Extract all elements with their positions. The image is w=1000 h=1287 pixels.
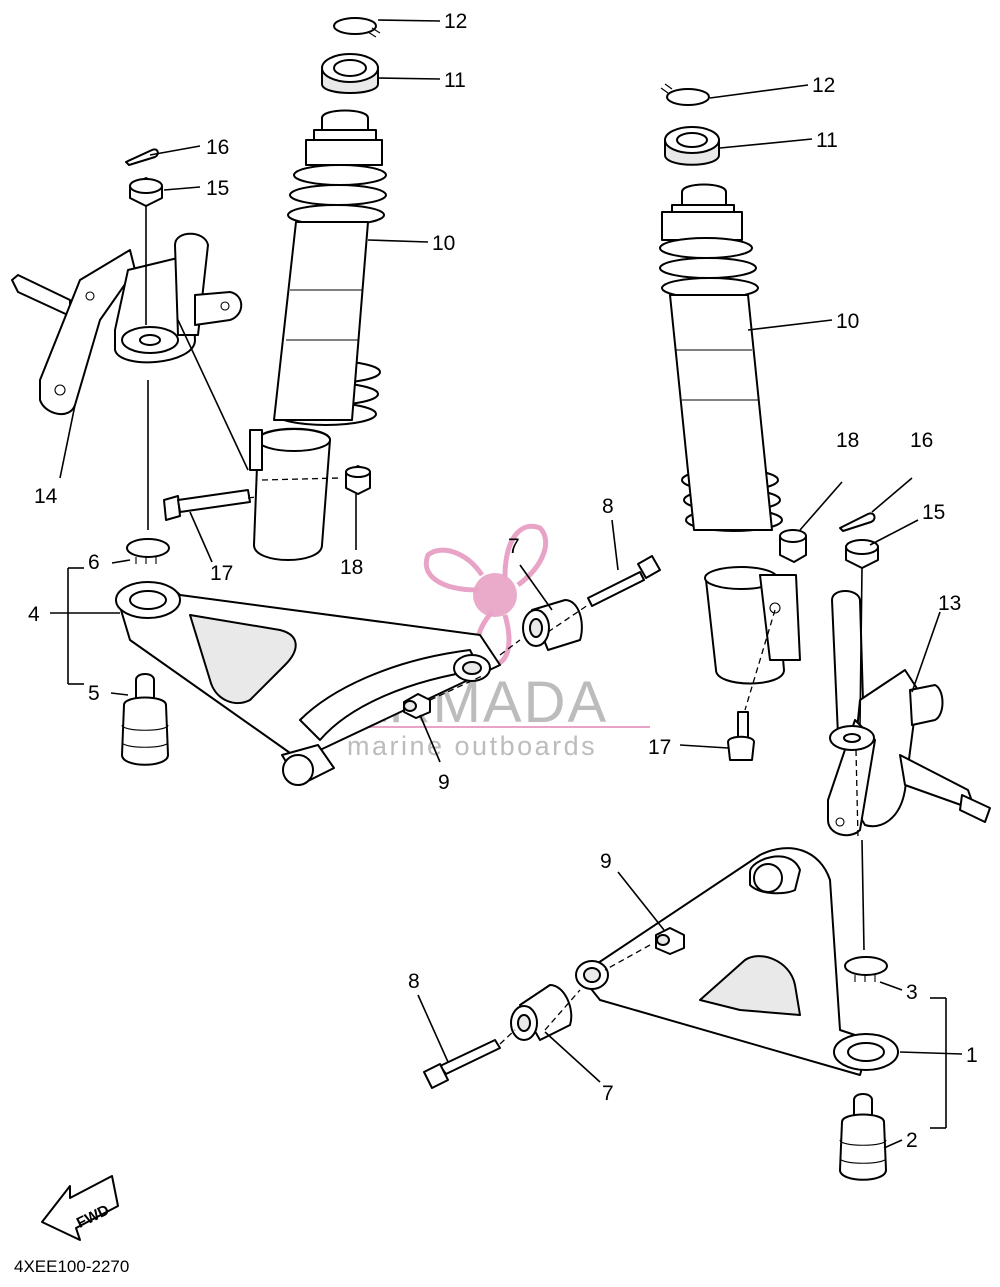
callout-13: 13 xyxy=(938,592,961,615)
callout-9-right: 9 xyxy=(600,850,612,873)
callout-18-right: 18 xyxy=(836,429,859,452)
callout-18-left: 18 xyxy=(340,556,363,579)
right-steering-knuckle xyxy=(779,512,991,837)
right-lower-circlip xyxy=(844,956,888,982)
callout-2: 2 xyxy=(906,1129,918,1152)
right-collar xyxy=(655,927,685,955)
callout-leaders xyxy=(50,19,963,1149)
callout-labels: 12 11 16 15 10 14 17 18 6 4 5 7 8 9 12 1… xyxy=(28,10,978,1152)
assembly-guide-lines xyxy=(145,206,865,1045)
callout-7-left: 7 xyxy=(508,535,520,558)
callout-16-left: 16 xyxy=(206,136,229,159)
callout-15-right: 15 xyxy=(922,501,945,524)
left-cotter-pin xyxy=(125,148,159,166)
left-bushing-assembly xyxy=(522,599,583,651)
diagram-code: 4XEE100-2270 xyxy=(14,1257,129,1276)
callout-12-right: 12 xyxy=(812,74,835,97)
right-upper-bushing xyxy=(664,126,720,166)
right-suspension-arm xyxy=(575,847,899,1181)
callout-3: 3 xyxy=(906,981,918,1004)
callout-15-left: 15 xyxy=(206,177,229,200)
callout-14: 14 xyxy=(34,485,58,508)
callout-8-left: 8 xyxy=(602,495,614,518)
left-lower-circlip xyxy=(126,538,170,564)
fwd-direction-arrow: FWD xyxy=(41,1175,119,1241)
right-bolt-8 xyxy=(423,1039,501,1089)
left-castle-nut xyxy=(129,177,163,207)
right-nut xyxy=(779,529,807,563)
callout-12-left: 12 xyxy=(444,10,467,33)
callout-11-left: 11 xyxy=(444,69,466,92)
right-shock-absorber xyxy=(659,83,801,685)
callout-6: 6 xyxy=(88,551,100,574)
left-bolt-17 xyxy=(163,489,251,521)
left-ball-joint xyxy=(121,673,169,766)
callout-4: 4 xyxy=(28,603,40,626)
right-castle-nut xyxy=(845,539,879,569)
watermark-tagline: marine outboards xyxy=(347,731,597,761)
right-cotter-pin xyxy=(839,512,876,532)
callout-17-left: 17 xyxy=(210,562,233,585)
left-suspension-arm xyxy=(115,538,501,786)
right-circlip xyxy=(660,83,710,106)
callout-9-left: 9 xyxy=(438,771,450,794)
callout-5: 5 xyxy=(88,682,100,705)
callout-1: 1 xyxy=(966,1044,978,1067)
callout-7-right: 7 xyxy=(602,1082,614,1105)
callout-11-right: 11 xyxy=(816,129,838,152)
callout-16-right: 16 xyxy=(910,429,933,452)
callout-10-right: 10 xyxy=(836,310,859,333)
left-circlip xyxy=(333,17,381,38)
left-steering-knuckle xyxy=(11,148,243,415)
callout-8-right: 8 xyxy=(408,970,420,993)
left-bolt-8 xyxy=(587,555,661,607)
right-bushing-assembly xyxy=(510,984,573,1041)
left-nut-18 xyxy=(345,465,371,495)
left-shock-absorber xyxy=(249,17,387,561)
left-collar xyxy=(403,693,431,719)
callout-10-left: 10 xyxy=(432,232,455,255)
left-upper-bushing xyxy=(321,53,379,94)
right-ball-joint xyxy=(839,1093,887,1181)
callout-17-right: 17 xyxy=(648,736,671,759)
right-bolt-17 xyxy=(727,711,755,761)
